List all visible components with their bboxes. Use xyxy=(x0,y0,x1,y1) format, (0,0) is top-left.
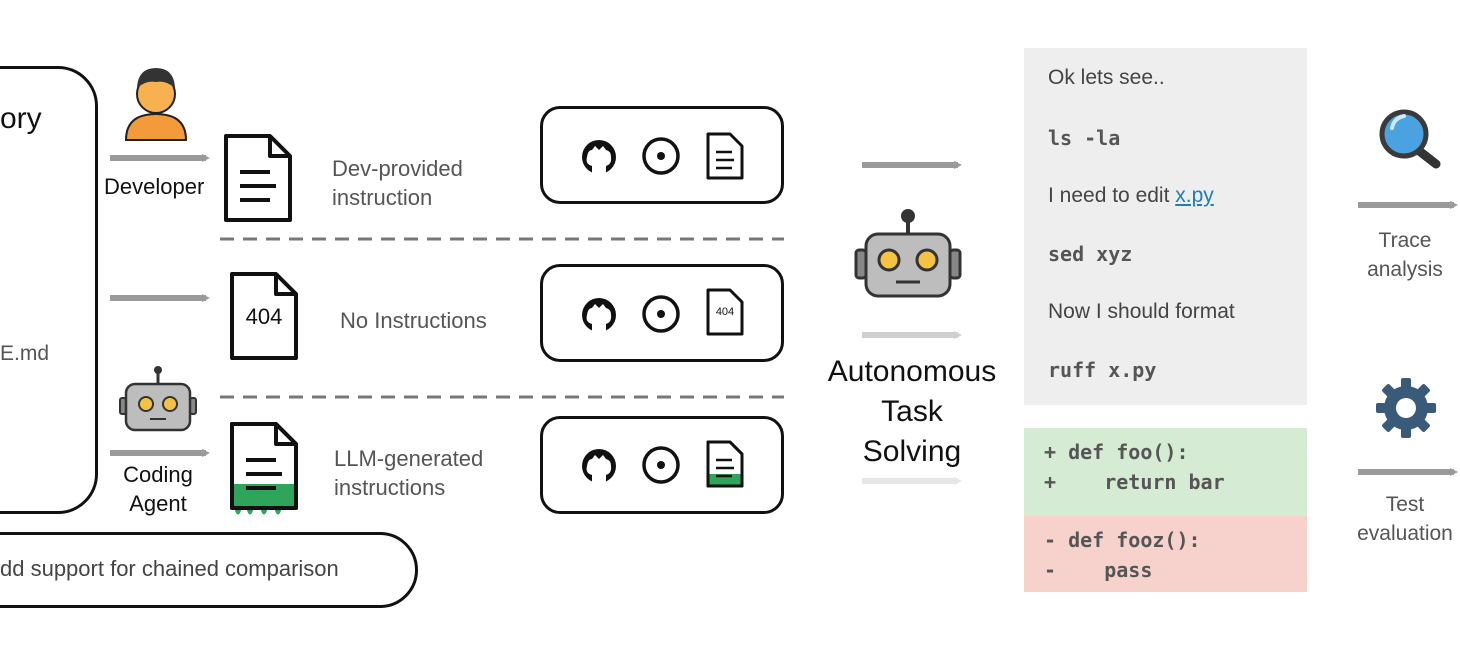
github-icon xyxy=(582,298,616,332)
instruction-label-llm-line1: LLM-generated xyxy=(334,446,484,471)
test-evaluation-label: Test evaluation xyxy=(1340,490,1460,548)
trace-line-3-prefix: I need to edit xyxy=(1048,184,1176,207)
instruction-label-dev-line2: instruction xyxy=(332,185,433,210)
trace-line-5: Now I should format xyxy=(1048,300,1235,323)
magnifier-icon xyxy=(1379,109,1441,169)
context-box-dev xyxy=(540,106,784,204)
trace-analysis-label: Trace analysis xyxy=(1340,226,1460,284)
trace-analysis-line2: analysis xyxy=(1367,258,1443,281)
issue-icon xyxy=(642,446,680,484)
diff-add-line-2: + return bar xyxy=(1044,470,1225,494)
trace-line-2: ls -la xyxy=(1048,126,1121,150)
trace-file-link[interactable]: x.py xyxy=(1175,184,1214,207)
instruction-label-dev: Dev-provided instruction xyxy=(332,154,463,212)
instruction-label-llm: LLM-generated instructions xyxy=(334,444,483,502)
coding-agent-label-line2: Agent xyxy=(129,491,187,516)
trace-line-1: Ok lets see.. xyxy=(1048,66,1165,89)
task-prompt-box xyxy=(0,532,418,608)
repository-title: ory xyxy=(0,102,42,135)
diff-add-line-1: + def foo(): xyxy=(1044,440,1189,464)
mini-document-icon xyxy=(706,132,744,180)
diff-del-line-2: - pass xyxy=(1044,558,1153,582)
trace-line-3: I need to edit x.py xyxy=(1048,184,1214,208)
ats-line1: Autonomous xyxy=(827,355,997,388)
404-document-icon xyxy=(230,272,298,360)
developer-person-icon xyxy=(124,68,188,141)
mini-404-document-icon xyxy=(706,288,744,336)
instruction-label-llm-line2: instructions xyxy=(334,475,446,500)
document-icon xyxy=(224,134,292,222)
instruction-label-dev-line1: Dev-provided xyxy=(332,156,463,181)
context-box-llm xyxy=(540,416,784,514)
trace-line-6: ruff x.py xyxy=(1048,358,1157,382)
developer-label: Developer xyxy=(104,174,205,199)
coding-agent-label-line1: Coding xyxy=(123,462,193,487)
diff-del-line-1: - def fooz(): xyxy=(1044,528,1201,552)
issue-icon xyxy=(642,295,680,333)
context-box-none xyxy=(540,264,784,362)
task-prompt-text: dd support for chained comparison xyxy=(0,556,339,581)
issue-icon xyxy=(642,137,680,175)
diff-added-panel xyxy=(1024,428,1307,516)
mini-404-document-text: 404 xyxy=(715,306,735,318)
ats-line2: Task xyxy=(881,395,943,428)
diff-removed-panel xyxy=(1024,516,1307,592)
github-icon xyxy=(582,449,616,483)
green-document-icon xyxy=(230,422,298,515)
mini-green-document-icon xyxy=(706,440,744,488)
github-icon xyxy=(582,140,616,174)
repository-file-label: E.md xyxy=(0,342,50,365)
test-evaluation-line2: evaluation xyxy=(1357,522,1453,545)
instruction-label-none: No Instructions xyxy=(340,308,487,333)
gear-icon xyxy=(1376,378,1436,438)
404-document-text: 404 xyxy=(245,304,283,329)
trace-analysis-line1: Trace xyxy=(1378,229,1432,252)
repository-box xyxy=(0,66,98,514)
autonomous-robot-icon xyxy=(854,209,962,298)
test-evaluation-line1: Test xyxy=(1385,493,1425,516)
trace-panel xyxy=(1024,48,1307,405)
ats-line3: Solving xyxy=(862,435,962,468)
trace-line-4: sed xyz xyxy=(1048,242,1133,266)
autonomous-task-solving-label: Autonomous Task Solving xyxy=(812,352,1012,472)
coding-agent-robot-icon xyxy=(119,366,197,432)
coding-agent-label: Coding Agent xyxy=(108,460,208,518)
